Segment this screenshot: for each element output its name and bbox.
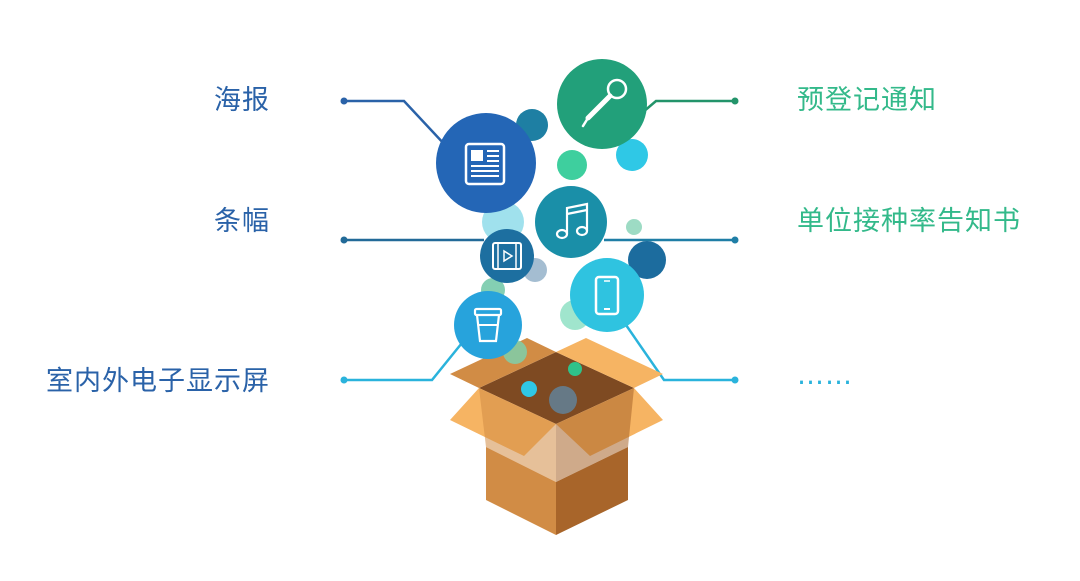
film-video-icon (480, 229, 534, 283)
connector-prereg-dot (731, 97, 739, 105)
connector-poster-dot (340, 97, 348, 105)
label-more-ellipsis: …… (797, 360, 853, 391)
bubble (626, 219, 642, 235)
mobile-phone-icon (570, 258, 644, 332)
connector-prereg (635, 97, 739, 119)
connector-banner-dot (340, 236, 348, 244)
connector-report-dot (731, 236, 739, 244)
bubble (616, 139, 648, 171)
connector-screen-line (344, 332, 471, 382)
bubble (568, 362, 582, 376)
connector-poster (340, 97, 447, 147)
connector-report (604, 236, 739, 244)
connector-screen-dot (340, 376, 348, 384)
connector-prereg-line (635, 99, 735, 119)
music-note-icon (535, 186, 607, 258)
connector-screen (340, 332, 471, 384)
box-front-left (486, 447, 556, 535)
box-back-right-flap (556, 338, 663, 388)
connector-more-line (624, 324, 735, 382)
newspaper-icon (436, 113, 536, 213)
label-poster: 海报 (214, 85, 270, 116)
box-rim-left (479, 388, 556, 482)
bubble (521, 381, 537, 397)
label-electronic-screen: 室内外电子显示屏 (46, 366, 270, 397)
label-vaccination-rate-notice: 单位接种率告知书 (797, 206, 1021, 237)
open-box (450, 338, 663, 535)
box-back-left-flap (450, 338, 556, 388)
connector-banner (340, 236, 484, 244)
bubble (557, 150, 587, 180)
connector-poster-line (344, 99, 447, 147)
connector-more (624, 324, 739, 384)
box-rim-right (556, 388, 634, 482)
connector-more-dot (731, 376, 739, 384)
box-front-right (556, 447, 628, 535)
cup-icon (454, 291, 522, 359)
microphone-icon (557, 59, 647, 149)
bubble (628, 241, 666, 279)
bubble (549, 386, 577, 414)
label-banner: 条幅 (214, 206, 270, 237)
label-pre-registration-notice: 预登记通知 (797, 85, 937, 116)
